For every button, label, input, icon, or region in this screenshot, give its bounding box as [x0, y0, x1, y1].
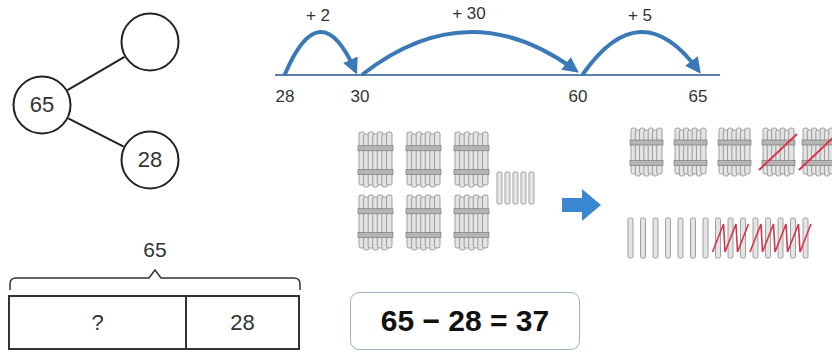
- cross-out: [750, 224, 811, 252]
- number-text: ?: [91, 310, 103, 335]
- ten-bundle: [406, 195, 441, 250]
- one-stick: [529, 172, 534, 204]
- bundle-stick: [482, 195, 488, 248]
- bundle-band: [630, 161, 663, 166]
- bundle-stick: [657, 128, 662, 174]
- jump-label: + 2: [306, 6, 330, 26]
- jump-label: + 5: [628, 6, 652, 26]
- ten-bundle: [454, 132, 489, 187]
- bundle-stick: [434, 195, 440, 248]
- bundle-band: [718, 140, 751, 145]
- bond-circle: [120, 12, 180, 72]
- bar-total: 65: [143, 238, 166, 262]
- jump-label: + 30: [452, 4, 486, 24]
- number-text: 65: [30, 92, 54, 117]
- number-line-value: 30: [351, 87, 370, 107]
- bundle-band: [406, 146, 441, 151]
- bundle-band: [454, 232, 489, 237]
- bundle-band: [358, 232, 393, 237]
- number-text: 28: [230, 310, 254, 335]
- ten-bundle: [674, 128, 707, 176]
- ten-bundle: [454, 195, 489, 250]
- bar-part: ?: [8, 295, 187, 350]
- ten-bundle: [630, 128, 663, 176]
- bundle-band: [454, 146, 489, 151]
- bundle-band: [358, 169, 393, 174]
- circle-shape: [122, 14, 179, 71]
- jump-arc: [363, 32, 575, 74]
- bar-part: 28: [185, 295, 300, 350]
- one-stick: [497, 172, 502, 204]
- one-stick: [666, 218, 671, 258]
- number-line: [275, 74, 720, 76]
- one-stick: [513, 172, 518, 204]
- bundle-stick: [386, 132, 392, 185]
- one-stick: [691, 218, 696, 258]
- bundle-stick: [482, 132, 488, 185]
- bundle-stick: [829, 128, 832, 174]
- bond-line: [67, 57, 124, 90]
- bond-circle: 65: [12, 75, 72, 135]
- circle-shape: [14, 77, 71, 134]
- bundle-band: [718, 161, 751, 166]
- ten-bundle: [406, 132, 441, 187]
- bond-line: [68, 118, 123, 146]
- bond-circle: 28: [120, 130, 180, 190]
- bundle-band: [454, 169, 489, 174]
- bundle-stick: [789, 128, 794, 174]
- number-text: 28: [138, 147, 162, 172]
- equation-box: 65 − 28 = 37: [350, 292, 580, 350]
- bundle-stick: [745, 128, 750, 174]
- one-stick: [641, 218, 646, 258]
- bundle-band: [358, 209, 393, 214]
- one-stick: [521, 172, 526, 204]
- bundle-band: [630, 140, 663, 145]
- equation-text: 65 − 28 = 37: [381, 304, 550, 339]
- bundle-band: [406, 232, 441, 237]
- bundle-stick: [434, 132, 440, 185]
- jump-arc: [583, 32, 698, 74]
- regroup-arrow: [562, 189, 601, 221]
- bundle-stick: [701, 128, 706, 174]
- bundle-band: [674, 161, 707, 166]
- number-line-value: 65: [689, 87, 708, 107]
- jump-arc: [285, 32, 355, 74]
- one-stick: [628, 218, 633, 258]
- bundle-band: [406, 169, 441, 174]
- cross-out: [713, 224, 749, 252]
- bundle-stick: [386, 195, 392, 248]
- one-stick: [653, 218, 658, 258]
- circle-outline: [120, 12, 180, 72]
- ten-bundle: [759, 128, 797, 176]
- ten-bundle: [358, 195, 393, 250]
- ten-bundle: [358, 132, 393, 187]
- number-line-value: 28: [276, 87, 295, 107]
- cross-out: [799, 134, 832, 170]
- cross-out: [759, 134, 797, 170]
- ten-bundle: [799, 128, 832, 176]
- bundle-band: [358, 146, 393, 151]
- one-stick: [678, 218, 683, 258]
- number-line-value: 60: [569, 87, 588, 107]
- ten-bundle: [718, 128, 751, 176]
- total-bracket: [10, 270, 300, 290]
- circle-shape: [122, 132, 179, 189]
- one-stick: [505, 172, 510, 204]
- bundle-band: [406, 209, 441, 214]
- one-stick: [703, 218, 708, 258]
- bundle-band: [674, 140, 707, 145]
- bundle-band: [454, 209, 489, 214]
